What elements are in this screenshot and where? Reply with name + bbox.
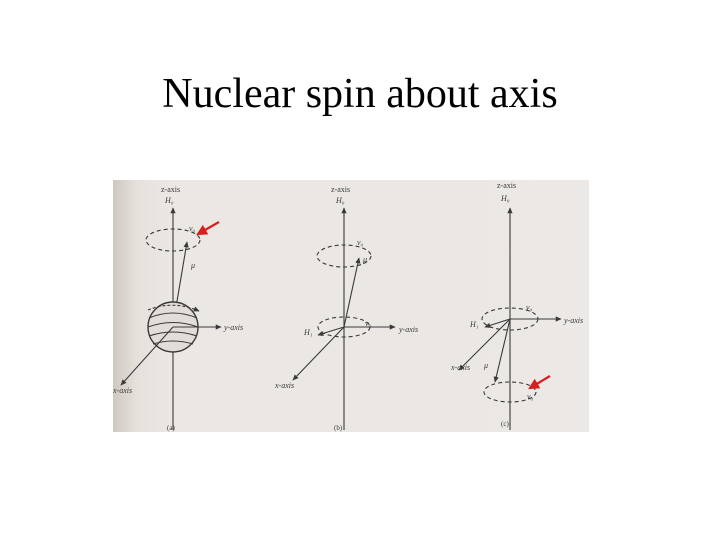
spin-rotation-arc (147, 304, 200, 312)
x-axis-label-b: x-axis (274, 381, 294, 390)
h1-field-vector-b (317, 326, 345, 336)
magnetic-moment-vector-c (493, 318, 511, 383)
z-axis-label-c: z-axis (497, 181, 516, 190)
frequency-label-top-b: ν₀ (357, 238, 364, 247)
panel-a (120, 207, 222, 430)
moment-label-b: μ (362, 255, 367, 264)
caption-b: (b) (334, 424, 343, 432)
panel-c (458, 207, 562, 430)
field-label-a: H₀ (164, 196, 174, 205)
frequency-label-bottom-b: ν₀ (365, 319, 372, 328)
x-axis-label-c: x-axis (450, 363, 470, 372)
y-axis-label-b: y-axis (398, 325, 418, 334)
frequency-label-bottom-c: ν₀ (527, 392, 534, 401)
nucleus-band-2 (147, 321, 199, 328)
field-label-b: H₀ (335, 196, 345, 205)
slide-title: Nuclear spin about axis (162, 71, 558, 117)
panel-b (292, 207, 396, 430)
x-axis-line-a (120, 326, 174, 386)
magnetic-moment-vector-b (343, 257, 361, 328)
caption-a: (a) (167, 424, 175, 432)
pointer-arrow-c (528, 375, 551, 390)
field-label-c: H₀ (500, 194, 510, 203)
y-axis-label-a: y-axis (223, 323, 243, 332)
moment-label-a: μ (190, 261, 195, 270)
frequency-label-top-c: ν₀ (526, 303, 533, 312)
nucleus-band-1 (148, 312, 198, 319)
field2-label-c: H₁ (469, 320, 479, 329)
caption-c: (c) (501, 420, 509, 428)
h1-field-vector-c (484, 318, 511, 328)
moment-label-c: μ (483, 361, 488, 370)
z-axis-label-b: z-axis (331, 185, 350, 194)
precession-orbit-a (145, 228, 201, 252)
x-axis-line-b (292, 326, 345, 381)
x-axis-line-c (458, 318, 511, 371)
z-axis-label-a: z-axis (161, 185, 180, 194)
frequency-label-a: ν₀ (189, 224, 196, 233)
pointer-arrow-a (196, 221, 220, 236)
nucleus-band-4 (152, 340, 194, 345)
x-axis-label-a: x-axis (113, 386, 132, 395)
nucleus-band-3 (148, 331, 198, 337)
spin-diagram-figure: z-axis H₀ ν₀ μ y-axis x-axis (a) z-axis … (113, 180, 589, 432)
y-axis-label-c: y-axis (563, 316, 583, 325)
field2-label-b: H₁ (303, 328, 313, 337)
precession-orbit-bottom-c (483, 381, 537, 403)
precession-orbit-top-b (316, 244, 372, 268)
